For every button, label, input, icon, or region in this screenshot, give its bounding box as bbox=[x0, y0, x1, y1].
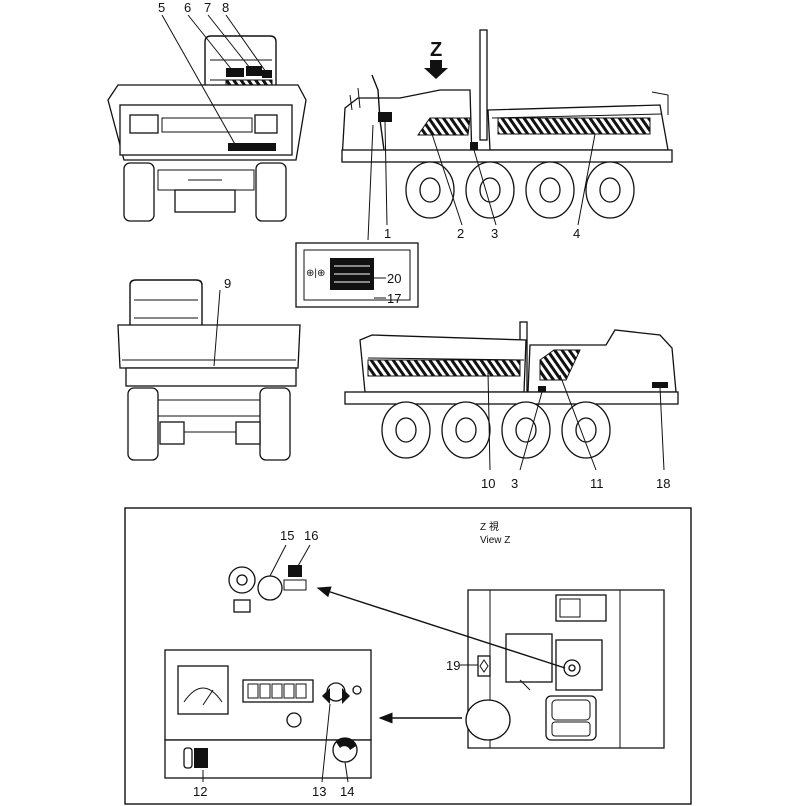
view-z-caption-jp: Z 視 bbox=[480, 520, 499, 533]
callout-18: 18 bbox=[656, 476, 670, 491]
callout-16: 16 bbox=[304, 528, 318, 543]
callout-12: 12 bbox=[193, 784, 207, 799]
decal-19 bbox=[477, 655, 491, 677]
decal-3 bbox=[470, 142, 478, 150]
callout-14: 14 bbox=[340, 784, 354, 799]
callout-1: 1 bbox=[384, 226, 391, 241]
svg-text:⊕|⊕: ⊕|⊕ bbox=[306, 268, 325, 279]
view-z-panel: Z 視 View Z bbox=[124, 507, 692, 805]
decal-14 bbox=[336, 738, 356, 750]
callout-3: 3 bbox=[491, 226, 498, 241]
callout-6: 6 bbox=[184, 0, 191, 15]
decal-10 bbox=[367, 359, 521, 377]
callout-numbers: 5 6 7 8 1 2 3 4 9 10 3 11 18 15 16 19 12… bbox=[158, 0, 670, 799]
decal-6 bbox=[226, 68, 244, 77]
decal-15 bbox=[233, 599, 251, 613]
callout-19: 19 bbox=[446, 658, 460, 673]
decal-18 bbox=[652, 382, 668, 388]
callout-15: 15 bbox=[280, 528, 294, 543]
callout-7: 7 bbox=[204, 0, 211, 15]
right-side-view bbox=[344, 321, 679, 471]
callout-13: 13 bbox=[312, 784, 326, 799]
decal-4 bbox=[497, 117, 651, 135]
wheels-right bbox=[381, 401, 611, 459]
callout-2: 2 bbox=[457, 226, 464, 241]
decal-13 bbox=[322, 688, 350, 704]
callout-10: 10 bbox=[481, 476, 495, 491]
label-plate-detail: ⊕|⊕ 20 17 bbox=[295, 242, 419, 308]
decal-8 bbox=[262, 70, 272, 78]
decal-16 bbox=[288, 565, 302, 577]
decal-1 bbox=[378, 112, 392, 122]
callout-20: 20 bbox=[387, 271, 401, 286]
decal-7 bbox=[246, 66, 262, 76]
left-side-view: Z bbox=[341, 29, 673, 241]
decal-11 bbox=[539, 349, 581, 381]
decal-3b bbox=[538, 386, 546, 392]
callout-8: 8 bbox=[222, 0, 229, 15]
front-view bbox=[107, 35, 307, 222]
decal-12 bbox=[194, 748, 208, 768]
callout-4: 4 bbox=[573, 226, 580, 241]
view-arrow-label: Z bbox=[430, 39, 442, 61]
callout-9: 9 bbox=[224, 276, 231, 291]
rear-view bbox=[117, 279, 301, 461]
callout-3-right: 3 bbox=[511, 476, 518, 491]
decal-5 bbox=[228, 143, 276, 151]
callout-17: 17 bbox=[387, 291, 401, 306]
callout-11: 11 bbox=[590, 476, 604, 491]
view-z-caption-en: View Z bbox=[480, 535, 510, 546]
wheels-left bbox=[405, 161, 635, 219]
callout-5: 5 bbox=[158, 0, 165, 15]
